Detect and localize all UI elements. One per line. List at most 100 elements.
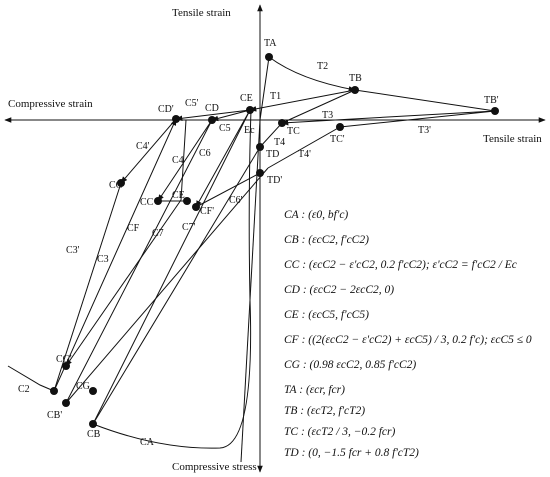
point-tb-prime: [491, 107, 499, 115]
c6-path: [195, 109, 251, 208]
label-c2: C2: [18, 384, 30, 395]
c3p-path: [53, 118, 177, 392]
point-tb: [351, 86, 359, 94]
equation-ta: TA : (εcr, fcr): [284, 384, 345, 396]
ta-to-origin: [259, 56, 270, 121]
tdp-to-cbp: [65, 167, 269, 404]
c7-path: [92, 109, 251, 425]
point-ta: [265, 53, 273, 61]
label-td: TD: [266, 149, 279, 160]
equation-tc: TC : (εcT2 / 3, −0.2 fcr): [284, 426, 395, 438]
equations-block: CA : (ε0, bf'c) CB : (εcC2, f'cC2) CC : …: [284, 209, 532, 459]
cf-to-cgp: [65, 199, 182, 367]
label-c5: C5: [219, 123, 231, 134]
x-left-label: Compressive strain: [8, 98, 93, 110]
equation-cf: CF : ((2(εcC2 − ε'cC2) + εcC5) / 3, 0.2 …: [284, 334, 532, 346]
label-tb: TB: [349, 73, 362, 84]
t1-path: [249, 89, 356, 112]
ccp-to-cbp: [53, 182, 122, 392]
label-c5-prime: C5': [185, 98, 199, 109]
tcp-to-tdp: [267, 126, 341, 169]
label-ec: Ec: [244, 125, 255, 136]
point-td: [256, 143, 264, 151]
point-cb-prime-top: [50, 387, 58, 395]
equation-cc: CC : (εcC2 − ε'cC2, 0.2 f'cC2); ε'cC2 = …: [284, 259, 517, 271]
label-c3: C3: [97, 254, 109, 265]
label-c4-prime: C4': [136, 141, 150, 152]
label-td-prime: TD': [267, 175, 282, 186]
label-ce-lower: CE: [172, 190, 185, 201]
point-tc: [278, 119, 286, 127]
label-cd-prime: CD': [158, 104, 174, 115]
label-t3-prime: T3': [418, 125, 431, 136]
label-ce: CE: [240, 93, 253, 104]
y-top-label: Tensile strain: [172, 7, 231, 19]
ca-envelope-curve: [92, 109, 252, 449]
point-cd: [208, 116, 216, 124]
tb-to-tc: [281, 89, 356, 124]
origin-to-bottom: [240, 119, 261, 463]
x-right-label: Tensile strain: [483, 133, 542, 145]
equation-ce: CE : (εcC5, f'cC5): [284, 309, 369, 321]
point-cg-prime: [62, 362, 70, 370]
tb-to-tbp-path: [354, 89, 496, 112]
label-c7: C7: [152, 228, 164, 239]
point-ce: [246, 106, 254, 114]
c4-path: [157, 119, 213, 202]
t2-path: [268, 56, 356, 92]
label-cb-prime: CB': [47, 410, 62, 421]
point-cb-prime: [62, 399, 70, 407]
c2-tail: [7, 365, 55, 392]
td-to-cb: [92, 146, 261, 425]
label-cg: CG: [76, 381, 90, 392]
label-cc: CC: [140, 197, 154, 208]
label-tc-prime: TC': [330, 134, 345, 145]
point-cf-prime: [192, 203, 200, 211]
label-ca: CA: [140, 437, 155, 448]
label-t1: T1: [270, 91, 281, 102]
point-cg: [89, 387, 97, 395]
c5-path: [211, 109, 251, 122]
label-c6-prime: C6': [229, 195, 243, 206]
point-cc: [154, 197, 162, 205]
label-t4: T4: [274, 137, 285, 148]
label-cd: CD: [205, 103, 219, 114]
label-cc-prime: CC': [109, 180, 124, 191]
equation-td: TD : (0, −1.5 fcr + 0.8 f'cT2): [284, 447, 419, 459]
t3-path: [281, 110, 496, 126]
label-cb: CB: [87, 429, 101, 440]
point-cb: [89, 420, 97, 428]
label-cf-prime: CF': [200, 206, 214, 217]
point-cf: [183, 197, 191, 205]
cfp-to-tdp: [195, 172, 261, 208]
label-c3-prime: C3': [66, 245, 80, 256]
label-tb-prime: TB': [484, 95, 499, 106]
equation-ca: CA : (ε0, bf'c): [284, 209, 348, 221]
label-c6: C6: [199, 148, 211, 159]
point-cd-prime: [172, 115, 180, 123]
label-ta: TA: [264, 38, 277, 49]
label-cg-prime: CG': [56, 354, 72, 365]
cf-line: [180, 119, 187, 201]
point-cc-prime: [117, 179, 125, 187]
label-cf: CF: [127, 223, 140, 234]
t3p-path: [339, 110, 496, 128]
equation-cd: CD : (εcC2 − 2εcC2, 0): [284, 284, 394, 296]
label-t4-prime: T4': [298, 149, 311, 160]
label-t2: T2: [317, 61, 328, 72]
c4p-path: [120, 118, 177, 184]
equation-cb: CB : (εcC2, f'cC2): [284, 234, 369, 246]
label-t3: T3: [322, 110, 333, 121]
c5p-path: [175, 109, 251, 122]
equation-cg: CG : (0.98 εcC2, 0.85 f'cC2): [284, 359, 416, 371]
point-tc-prime: [336, 123, 344, 131]
label-tc: TC: [287, 126, 300, 137]
label-c4: C4: [172, 155, 184, 166]
label-c7-prime: C7': [182, 222, 196, 233]
equation-tb: TB : (εcT2, f'cT2): [284, 405, 365, 417]
y-bottom-label: Compressive stress: [172, 461, 257, 473]
point-td-prime: [256, 169, 264, 177]
tc-to-td: [259, 122, 283, 148]
